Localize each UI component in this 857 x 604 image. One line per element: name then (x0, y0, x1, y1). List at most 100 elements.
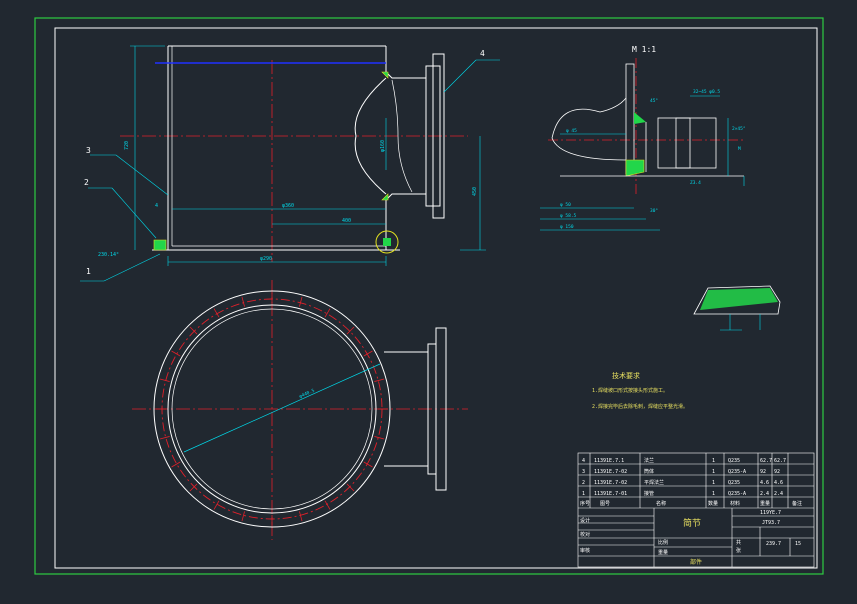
detail-flange-bore (675, 117, 691, 169)
svg-text:φ 58.5: φ 58.5 (560, 213, 577, 219)
circle-tick (159, 436, 170, 440)
weld-mark-corner (153, 239, 167, 251)
callout-3: 3 (86, 146, 91, 155)
svg-text:φ360: φ360 (282, 203, 294, 209)
svg-text:4: 4 (155, 203, 158, 209)
svg-text:φ 150: φ 150 (560, 224, 574, 230)
nozzle-inner-curve (354, 77, 387, 195)
row-1-w2: 2.4 (774, 491, 783, 497)
weld-section-hatch (700, 288, 778, 310)
label-approve: 审核 (580, 547, 590, 554)
row-2-w2: 4.6 (774, 480, 783, 486)
detail-pipe-lower (551, 137, 627, 161)
outer-border (34, 17, 824, 575)
detail-circle-hatch (383, 238, 391, 246)
part-number: JT93.7 (762, 520, 780, 526)
tech-req-title: 技术要求 (612, 371, 640, 380)
label-check: 校对 (580, 531, 590, 538)
row-3-qty: 1 (712, 469, 715, 475)
row-2-name: 平焊法兰 (644, 479, 664, 486)
drawing-borders (34, 17, 824, 575)
detail-view: φ 45 φ 50 φ 58.5 φ 150 32~45 φ0.5 2×45° … (540, 58, 746, 231)
row-4-name: 法兰 (644, 457, 654, 464)
row-4-qty: 1 (712, 458, 715, 464)
top-diameter-dimension (183, 363, 381, 453)
drawing-number: 119YE.7 (760, 510, 781, 516)
flange-face (432, 53, 445, 219)
detail-weld-top (634, 112, 646, 124)
circle-tick (363, 350, 373, 357)
detail-dimension-text: φ 45 φ 50 φ 58.5 φ 150 32~45 φ0.5 2×45° … (560, 89, 746, 230)
header-code: 图号 (600, 501, 610, 507)
weld-mark-top (381, 71, 389, 79)
header-material: 材料 (730, 500, 740, 507)
label-design: 设计 (580, 517, 590, 524)
row-4-code: 11391E.7.1 (594, 458, 624, 464)
circle-tick (241, 296, 245, 307)
circle-tick (189, 326, 198, 335)
nozzle-upper-wall (385, 71, 426, 79)
row-3-w2: 92 (774, 469, 780, 475)
circle-tick (213, 308, 220, 318)
row-2-w1: 4.6 (760, 480, 769, 486)
detail-circle (375, 230, 399, 254)
row-2-code: 11391E.7-02 (594, 480, 627, 486)
row-2-material: Q235 (728, 480, 740, 486)
detail-dimensions (540, 95, 745, 231)
header-weight: 重量 (760, 500, 770, 507)
front-dimensions (130, 45, 486, 266)
row-1-name: 接管 (644, 490, 654, 497)
svg-text:400: 400 (342, 218, 351, 224)
svg-text:230.14°: 230.14° (98, 252, 119, 258)
row-3-name: 筒体 (644, 468, 654, 475)
svg-text:720: 720 (124, 141, 130, 150)
technical-requirements: 技术要求 1.焊缝坡口形式按接头形式施工。 2.焊接完毕后去除毛刺，焊缝应平整光… (592, 371, 688, 410)
weld-mark-bottom (381, 193, 389, 201)
top-flange-face (435, 327, 447, 491)
outer-shell-circle (153, 290, 391, 528)
top-diameter-text: φ440.5 (298, 388, 316, 400)
svg-text:2×45°: 2×45° (732, 126, 746, 132)
top-view: φ440.5 (132, 280, 468, 540)
row-1-qty: 1 (712, 491, 715, 497)
header-remark: 备注 (792, 500, 802, 507)
header-qty: 数量 (708, 500, 718, 507)
inner-shell-circle (167, 304, 377, 514)
circle-tick (363, 461, 373, 468)
row-4-material: Q235 (728, 458, 740, 464)
nozzle-inner-curve-2 (391, 79, 413, 193)
svg-text:32~45 φ0.5: 32~45 φ0.5 (693, 89, 720, 95)
circle-tick (241, 511, 245, 522)
tech-req-line-1: 1.焊缝坡口形式按接头形式施工。 (592, 387, 668, 394)
svg-text:φ160: φ160 (380, 140, 386, 152)
callout-2: 2 (84, 178, 89, 187)
circle-tick (324, 500, 331, 510)
title-block-center-title: 简节 (683, 517, 701, 529)
circle-tick (171, 350, 181, 357)
circle-tick (299, 511, 303, 522)
callout-leaders (80, 59, 500, 282)
row-4-w2: 62.7 (774, 458, 786, 464)
sheet-value-b: 15 (795, 541, 801, 547)
row-2-qty: 1 (712, 480, 715, 486)
title-block (577, 452, 815, 568)
sheet-value-a: 239.7 (766, 541, 781, 547)
row-4-w1: 62.7 (760, 458, 772, 464)
circle-tick (374, 436, 385, 440)
circle-tick (346, 483, 355, 492)
svg-text:Z3.4: Z3.4 (690, 180, 701, 186)
label-weight: 重量 (658, 549, 668, 556)
svg-text:φ290: φ290 (260, 256, 272, 262)
row-1-material: Q235-A (728, 491, 746, 497)
header-no: 序号 (580, 500, 590, 507)
row-1-w1: 2.4 (760, 491, 769, 497)
detail-plate (625, 63, 635, 175)
parts-table-text: 4 11391E.7.1 法兰 1 Q235 62.7 62.7 3 11391… (580, 457, 802, 556)
circle-tick (213, 500, 220, 510)
label-total: 共 (736, 539, 741, 546)
svg-text:M: M (738, 146, 741, 152)
circle-tick (299, 296, 303, 307)
row-3-code: 11391E.7-02 (594, 469, 627, 475)
label-sheet: 张 (736, 547, 741, 554)
